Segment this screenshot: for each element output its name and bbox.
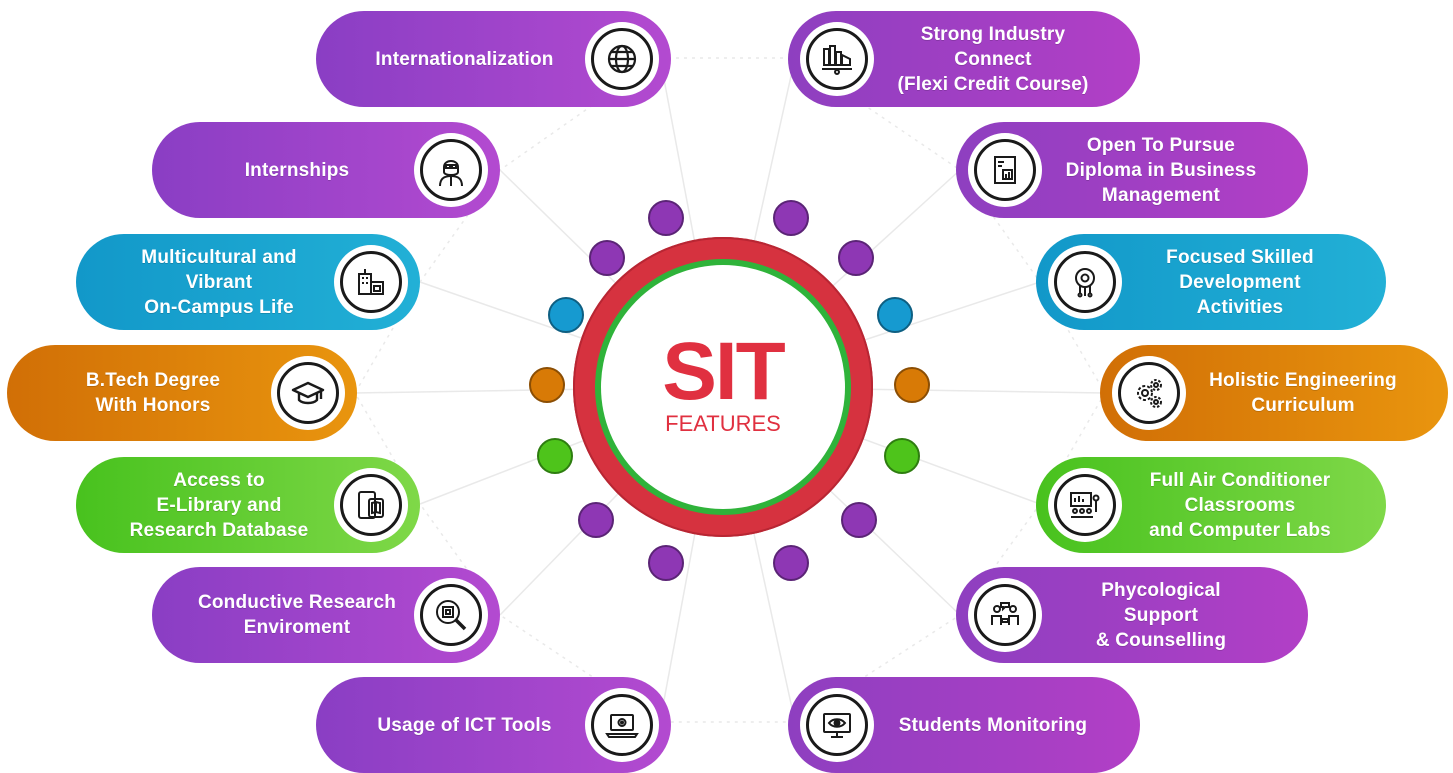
laptop-gear-icon (591, 694, 653, 756)
feature-ict-tools: Usage of ICT Tools (316, 677, 671, 773)
feature-label: Phycological Support & Counselling (1095, 579, 1227, 651)
feature-btech-honors: B.Tech Degree With Honors (7, 345, 357, 441)
ring-dot (773, 200, 809, 236)
ring-dot (773, 545, 809, 581)
ring-dot (578, 502, 614, 538)
feature-label: Multicultural and Vibrant On-Campus Life (141, 246, 297, 318)
ring-dot (884, 438, 920, 474)
feature-label: Internships (244, 159, 350, 181)
ring-dot (529, 367, 565, 403)
classroom-icon (1054, 474, 1116, 536)
feature-label: Usage of ICT Tools (377, 714, 552, 736)
counselling-icon (974, 584, 1036, 646)
ring-dot (537, 438, 573, 474)
feature-label: B.Tech Degree With Honors (85, 370, 221, 416)
graduation-cap-icon (277, 362, 339, 424)
chip-magnifier-icon (420, 584, 482, 646)
feature-label: Conductive Research Enviroment (197, 592, 397, 638)
feature-e-library: Access to E-Library and Research Databas… (76, 457, 420, 553)
feature-multicultural-campus-life: Multicultural and Vibrant On-Campus Life (76, 234, 420, 330)
feature-industry-connect: Strong Industry Connect (Flexi Credit Co… (788, 11, 1140, 107)
ring-dot (589, 240, 625, 276)
feature-engineering-curriculum: Holistic Engineering Curriculum (1100, 345, 1448, 441)
hub-title: SIT (662, 326, 786, 417)
feature-students-monitoring: Students Monitoring (788, 677, 1140, 773)
ring-dot (894, 367, 930, 403)
feature-label: Strong Industry Connect (Flexi Credit Co… (897, 23, 1089, 95)
feature-label: Full Air Conditioner Classrooms and Comp… (1149, 469, 1331, 541)
feature-label: Holistic Engineering Curriculum (1209, 370, 1397, 416)
feature-skill-development: Focused Skilled Development Activities (1036, 234, 1386, 330)
ring-dot (838, 240, 874, 276)
feature-counselling: Phycological Support & Counselling (956, 567, 1308, 663)
ring-dot (648, 545, 684, 581)
brain-gear-icon (1054, 251, 1116, 313)
industry-icon (806, 28, 868, 90)
hub-subtitle: FEATURES (665, 411, 781, 436)
business-report-icon (974, 139, 1036, 201)
hub-center: SIT FEATURES (601, 265, 845, 509)
student-icon (420, 139, 482, 201)
ring-dot (548, 297, 584, 333)
feature-label: Access to E-Library and Research Databas… (129, 469, 309, 541)
globe-icon (591, 28, 653, 90)
feature-label: Students Monitoring (898, 714, 1088, 736)
monitor-eye-icon (806, 694, 868, 756)
feature-label: Focused Skilled Development Activities (1166, 246, 1314, 318)
feature-label: Open To Pursue Diploma in Business Manag… (1065, 134, 1257, 206)
feature-business-diploma: Open To Pursue Diploma in Business Manag… (956, 122, 1308, 218)
feature-label: Internationalization (375, 48, 554, 70)
feature-ac-classrooms: Full Air Conditioner Classrooms and Comp… (1036, 457, 1386, 553)
ring-dot (648, 200, 684, 236)
feature-research-environment: Conductive Research Enviroment (152, 567, 500, 663)
feature-internships: Internships (152, 122, 500, 218)
campus-buildings-icon (340, 251, 402, 313)
ring-dot (877, 297, 913, 333)
feature-internationalization: Internationalization (316, 11, 671, 107)
e-library-devices-icon (340, 474, 402, 536)
ring-dot (841, 502, 877, 538)
gears-icon (1118, 362, 1180, 424)
